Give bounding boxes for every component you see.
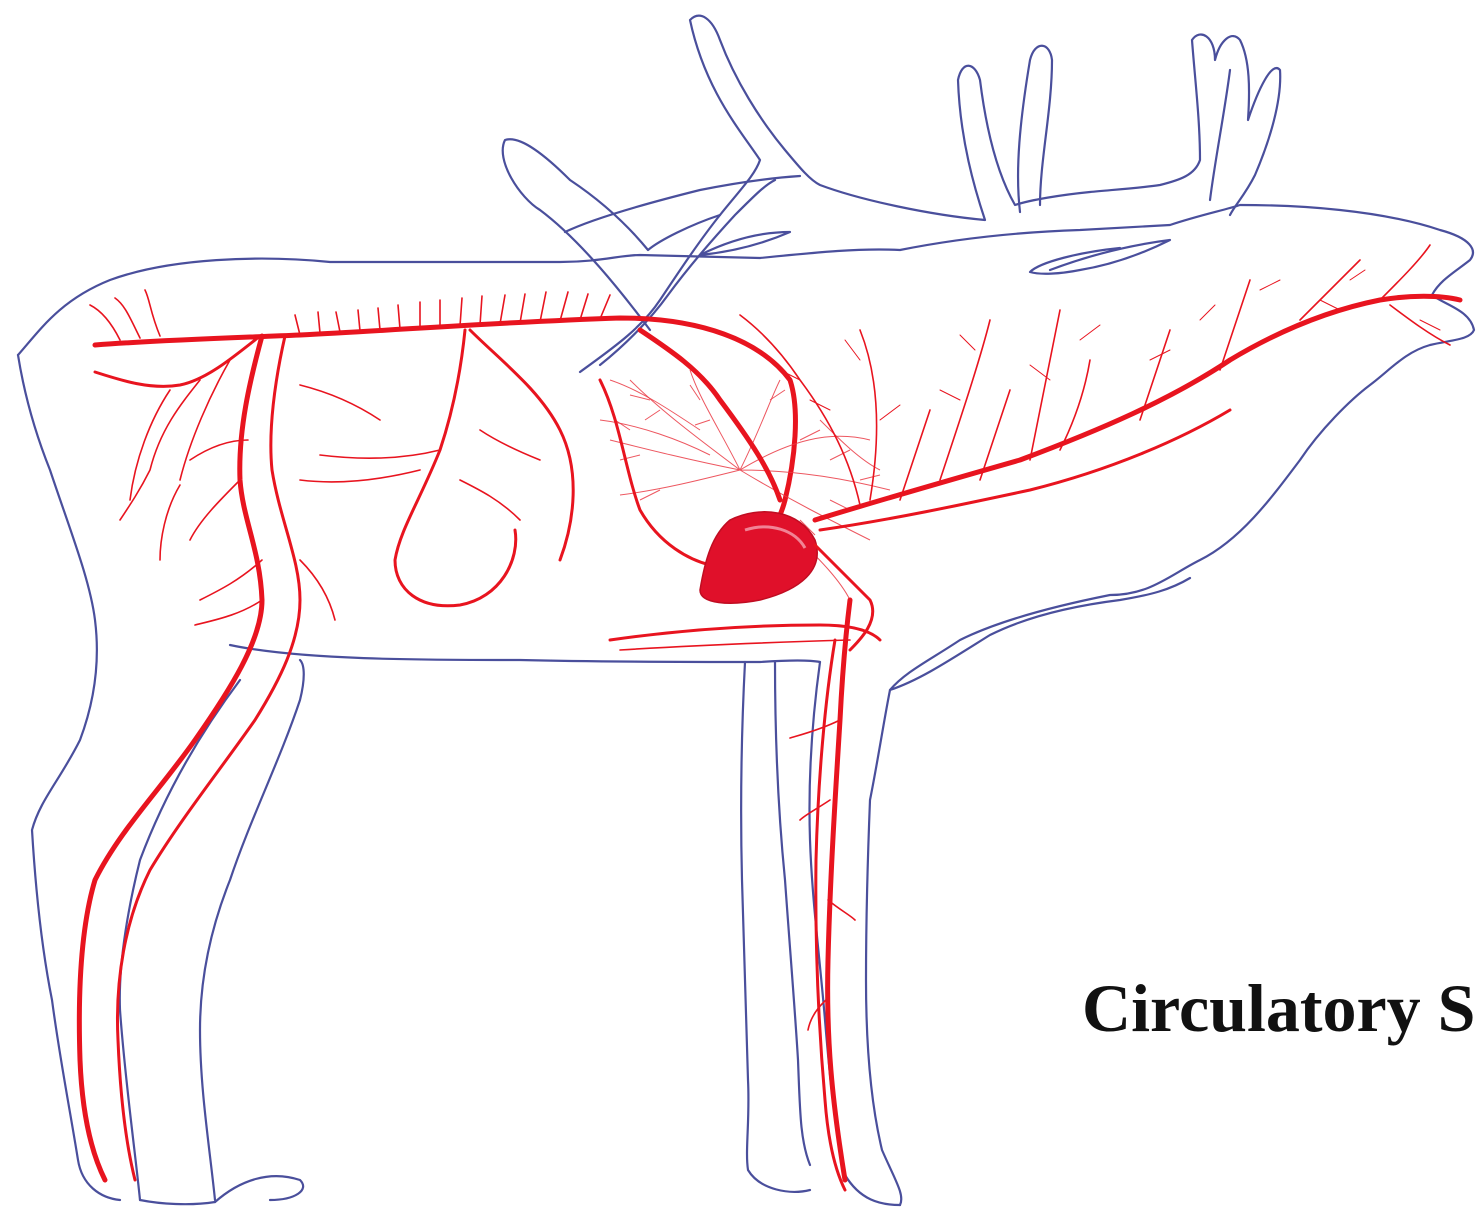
circulatory-vessels [79,245,1460,1190]
heart-shape [700,512,817,603]
diagram-title: Circulatory S [1082,968,1476,1048]
